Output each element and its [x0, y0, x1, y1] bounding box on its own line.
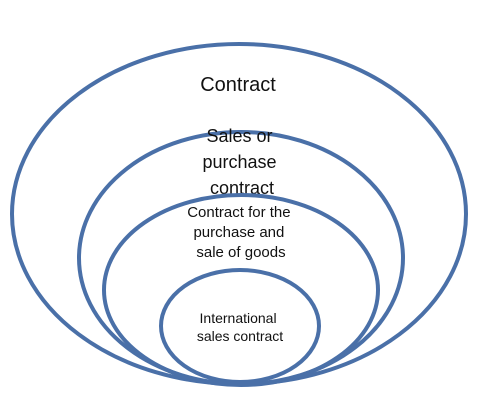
sales-or-purchase-label: Sales or purchase contract: [202, 126, 281, 198]
international-sales-label: International sales contract: [197, 310, 283, 344]
sale-of-goods-line-2: purchase and: [193, 224, 284, 241]
sale-of-goods-ellipse: [102, 193, 380, 387]
contract-label: Contract: [200, 74, 276, 96]
international-sales-line-1: International: [200, 310, 277, 326]
international-sales-line-2: sales contract: [197, 328, 283, 344]
international-sales-ellipse: [159, 268, 321, 384]
sales-or-purchase-line-1: Sales or: [206, 126, 272, 146]
sales-or-purchase-line-3: contract: [210, 178, 274, 198]
sales-or-purchase-line-2: purchase: [202, 152, 276, 172]
contract-label-line: Contract: [200, 74, 276, 96]
level-sale-of-goods-contract: Contract for the purchase and sale of go…: [102, 193, 380, 387]
sale-of-goods-label: Contract for the purchase and sale of go…: [187, 204, 295, 261]
sale-of-goods-line-1: Contract for the: [187, 204, 290, 221]
level-international-sales-contract: International sales contract: [159, 268, 321, 384]
sale-of-goods-line-3: sale of goods: [196, 244, 285, 261]
